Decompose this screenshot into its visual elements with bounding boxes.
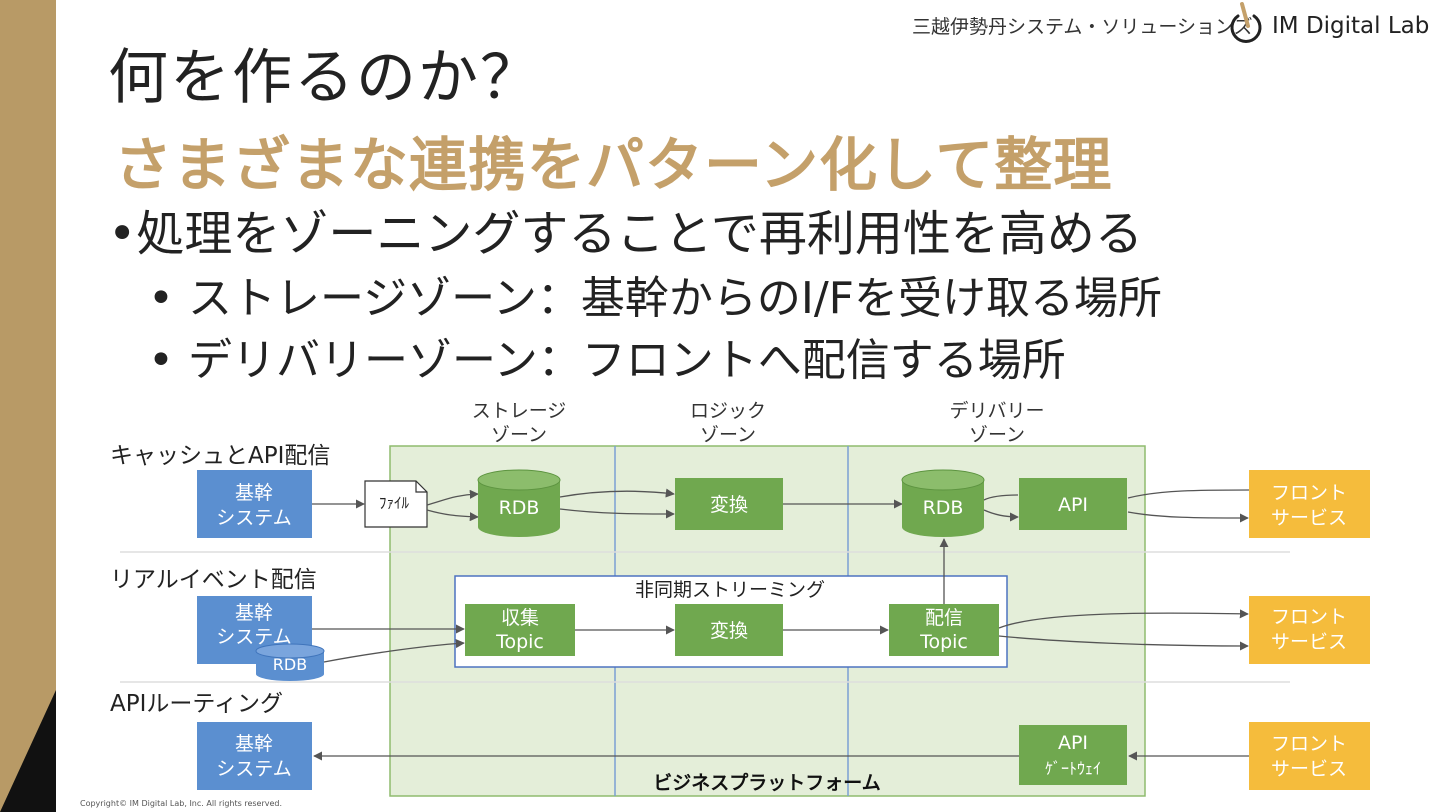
arrow-api-to-front bbox=[1127, 511, 1249, 523]
row-label-cache-api: キャッシュとAPI配信 bbox=[110, 443, 330, 469]
deliver-topic-label: Topic bbox=[919, 631, 968, 653]
rdb-label: RDB bbox=[923, 497, 964, 519]
zone-delivery-label-2: ゾーン bbox=[969, 424, 1025, 446]
core-system-label: 基幹 bbox=[235, 602, 273, 624]
deliver-topic-node: 配信 Topic bbox=[889, 604, 999, 656]
front-service-label: サービス bbox=[1271, 758, 1347, 780]
arrow-rdb-to-collect bbox=[323, 639, 465, 663]
slide-subtitle: さまざまな連携をパターン化して整理 bbox=[114, 131, 1113, 199]
bullet-3-text: デリバリーゾーン：フロントへ配信する場所 bbox=[187, 335, 1066, 386]
core-system-label: システム bbox=[216, 507, 291, 529]
corner-triangle bbox=[0, 690, 56, 812]
arrow-file-to-rdb-2 bbox=[426, 509, 479, 522]
zone-logic-label-1: ロジック bbox=[690, 400, 766, 422]
header-brand: 三越伊勢丹システム・ソリューションズ bbox=[912, 16, 1253, 38]
front-service-label: サービス bbox=[1271, 631, 1347, 653]
business-platform-label: ビジネスプラットフォーム bbox=[653, 771, 880, 794]
zone-storage-label-1: ストレージ bbox=[472, 400, 567, 422]
rdb-label: RDB bbox=[499, 497, 540, 519]
arrow-deliver-to-front-2 bbox=[998, 635, 1249, 651]
front-service-label: サービス bbox=[1271, 507, 1347, 529]
collect-topic-label: 収集 bbox=[501, 607, 539, 629]
arrow-rdb-api-2 bbox=[983, 509, 1019, 522]
slide-title: 何を作るのか？ bbox=[108, 43, 542, 113]
arrow-file-to-rdb-1 bbox=[426, 489, 479, 506]
bullet-mark: • bbox=[148, 273, 174, 324]
zone-storage-label-2: ゾーン bbox=[491, 424, 547, 446]
corner-decoration bbox=[0, 690, 56, 812]
api-node: API bbox=[1019, 478, 1127, 530]
arrow-rdb-api-1 bbox=[983, 494, 1019, 501]
copyright: Copyright© IM Digital Lab, Inc. All righ… bbox=[80, 799, 283, 808]
bullet-mark: • bbox=[148, 335, 174, 386]
core-system-label: 基幹 bbox=[235, 733, 273, 755]
bullet-1: •処理をゾーニングすることで再利用性を高める bbox=[108, 202, 1143, 266]
rdb-delivery-node: RDB bbox=[901, 469, 985, 537]
api-gateway-node: API ｹﾞｰﾄｳｪｲ bbox=[1019, 725, 1127, 785]
transform-node-2: 変換 bbox=[675, 604, 783, 656]
core-system-label: システム bbox=[216, 626, 291, 648]
front-service-node-3: フロント サービス bbox=[1249, 722, 1370, 790]
transform-label: 変換 bbox=[710, 494, 748, 516]
power-logo-icon bbox=[1230, 2, 1262, 43]
bullet-3: • デリバリーゾーン：フロントへ配信する場所 bbox=[148, 332, 1066, 390]
arrow-rdb-to-transform-1 bbox=[559, 488, 675, 498]
transform-label: 変換 bbox=[710, 620, 748, 642]
row-label-realtime: リアルイベント配信 bbox=[110, 567, 317, 593]
file-label: ﾌｧｲﾙ bbox=[379, 494, 410, 512]
file-node: ﾌｧｲﾙ bbox=[364, 480, 428, 528]
row-label-api-routing: APIルーティング bbox=[110, 691, 283, 717]
front-service-label: フロント bbox=[1271, 606, 1347, 628]
rdb-small-node: RDB bbox=[255, 643, 325, 681]
bullet-mark: • bbox=[108, 206, 137, 262]
zone-delivery-label-1: デリバリー bbox=[949, 400, 1044, 422]
rdb-storage-node: RDB bbox=[477, 469, 561, 537]
async-streaming-label: 非同期ストリーミング bbox=[635, 579, 825, 601]
core-system-label: システム bbox=[216, 758, 291, 780]
collect-topic-label: Topic bbox=[495, 631, 544, 653]
api-gateway-label: API bbox=[1058, 732, 1088, 754]
arrow-deliver-to-front-1 bbox=[998, 609, 1249, 629]
api-gateway-label: ｹﾞｰﾄｳｪｲ bbox=[1045, 759, 1101, 778]
header-lab-name: IM Digital Lab bbox=[1272, 13, 1430, 39]
api-label: API bbox=[1058, 494, 1088, 516]
collect-topic-node: 収集 Topic bbox=[465, 604, 575, 656]
front-service-node-1: フロント サービス bbox=[1249, 470, 1370, 538]
zone-logic-label-2: ゾーン bbox=[700, 424, 756, 446]
core-system-node-1: 基幹 システム bbox=[197, 470, 312, 538]
front-service-label: フロント bbox=[1271, 482, 1347, 504]
arrow-rdb-to-transform-2 bbox=[559, 508, 675, 519]
left-accent-bar bbox=[0, 0, 56, 812]
rdb-label: RDB bbox=[273, 655, 307, 674]
bullet-2-text: ストレージゾーン：基幹からのI/Fを受け取る場所 bbox=[187, 273, 1162, 324]
core-system-node-3: 基幹 システム bbox=[197, 722, 312, 790]
front-service-label: フロント bbox=[1271, 733, 1347, 755]
bullet-1-text: 処理をゾーニングすることで再利用性を高める bbox=[136, 206, 1143, 262]
bullet-2: • ストレージゾーン：基幹からのI/Fを受け取る場所 bbox=[148, 270, 1162, 328]
transform-node-1: 変換 bbox=[675, 478, 783, 530]
core-system-label: 基幹 bbox=[235, 482, 273, 504]
architecture-diagram: 非同期ストリーミング ストレージ ゾーン ロジック ゾーン デリバリー ゾーン … bbox=[110, 400, 1370, 797]
front-service-node-2: フロント サービス bbox=[1249, 596, 1370, 664]
deliver-topic-label: 配信 bbox=[925, 607, 963, 629]
arrow-front-api-in bbox=[1127, 489, 1250, 499]
